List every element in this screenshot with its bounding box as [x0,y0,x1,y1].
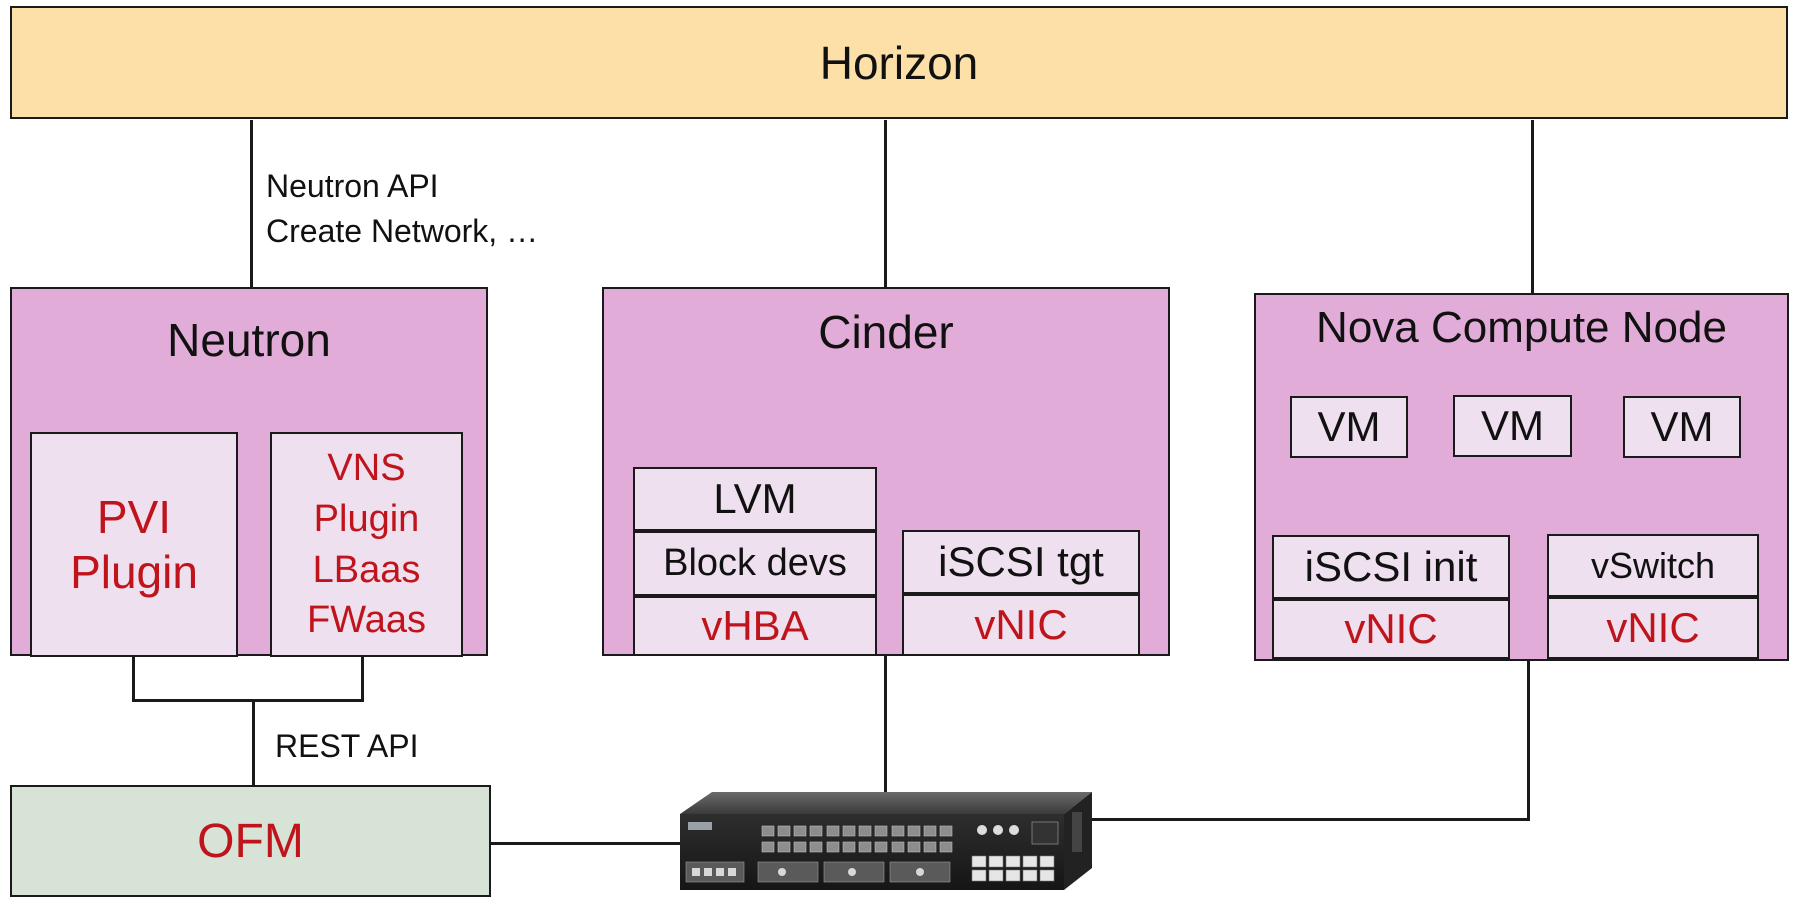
lvm-label: LVM [713,475,797,522]
nova-vnic-right-box: vNIC [1547,597,1759,659]
nova-title: Nova Compute Node [1316,303,1727,352]
vm-label-2: VM [1481,402,1544,449]
vswitch-box: vSwitch [1547,534,1759,597]
iscsi-tgt-box: iSCSI tgt [902,530,1140,594]
pvi-plugin-line2: Plugin [70,545,198,598]
connector-vns-down [361,655,364,702]
cinder-title: Cinder [818,306,954,358]
vm-label-3: VM [1650,403,1714,450]
vns-plugin-line4: FWaas [307,599,426,642]
ofm-box: OFM [10,785,491,897]
block-devs-box: Block devs [633,531,877,596]
vhba-box: vHBA [633,596,877,656]
connector-ofm-switch [490,842,682,845]
vm-box-3: VM [1623,396,1741,458]
neutron-api-annotation: Neutron API Create Network, … [266,164,538,254]
horizon-label: Horizon [819,36,979,89]
vns-plugin-line1: VNS [327,447,406,490]
iscsi-init-box: iSCSI init [1272,535,1510,599]
lvm-box: LVM [633,467,877,531]
connector-plugins-ofm [252,699,255,787]
rest-api-annotation: REST API [275,728,419,764]
iscsi-tgt-label: iSCSI tgt [938,538,1104,585]
vns-plugin-line3: LBaas [312,548,421,591]
vns-plugin-line2: Plugin [313,497,420,540]
connector-horizon-cinder [884,120,887,288]
network-switch-icon [680,792,1092,890]
connector-horizon-neutron [250,120,253,288]
connector-plugins-join [132,699,364,702]
vm-box-1: VM [1290,396,1408,458]
connector-nova-down [1527,655,1530,821]
connector-pvi-down [132,655,135,702]
connector-cinder-switch [884,655,887,795]
cinder-vnic-box: vNIC [902,594,1140,656]
ofm-label: OFM [197,814,304,868]
nova-vnic-left-label: vNIC [1344,605,1438,652]
iscsi-init-label: iSCSI init [1304,543,1478,590]
pvi-plugin-line1: PVI [96,491,172,544]
vhba-label: vHBA [701,602,809,649]
horizon-box: Horizon [10,6,1788,119]
vswitch-label: vSwitch [1590,544,1716,586]
block-devs-label: Block devs [663,542,847,584]
neutron-api-line1: Neutron API [266,168,439,204]
neutron-api-line2: Create Network, … [266,213,539,249]
vm-label-1: VM [1317,403,1381,450]
connector-nova-switch [1090,818,1530,821]
connector-horizon-nova [1531,120,1534,294]
nova-vnic-left-box: vNIC [1272,599,1510,659]
nova-vnic-right-label: vNIC [1606,604,1700,651]
pvi-plugin-box: PVI Plugin [30,432,238,657]
vm-box-2: VM [1453,395,1572,457]
vns-plugin-box: VNS Plugin LBaas FWaas [270,432,463,657]
neutron-title: Neutron [167,314,331,366]
cinder-vnic-label: vNIC [974,601,1068,648]
